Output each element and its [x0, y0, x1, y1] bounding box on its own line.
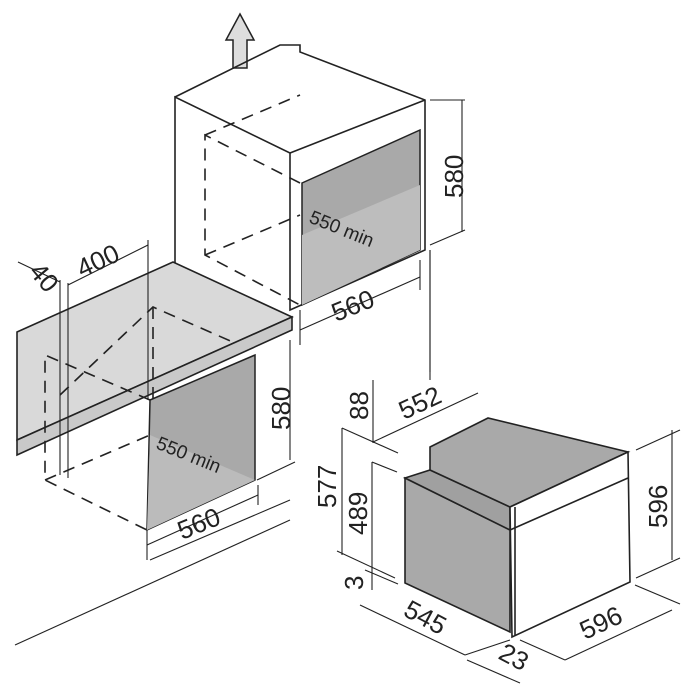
dim-oven-side-height: 489 [343, 492, 373, 535]
dim-oven-top-depth: 552 [394, 380, 446, 426]
dim-lower-height: 580 [266, 387, 296, 430]
lower-cabinet [44, 306, 256, 532]
upper-cabinet [174, 44, 426, 312]
dim-oven-body-height: 577 [312, 465, 342, 508]
dim-oven-top-step: 88 [344, 391, 374, 420]
dim-upper-height: 580 [439, 155, 469, 198]
dimension-lines-left [17, 99, 466, 560]
airflow-arrow-icon [224, 12, 256, 69]
oven-front [509, 450, 631, 639]
dim-counter-depth: 400 [72, 238, 124, 284]
dim-counter-thickness: 40 [23, 257, 65, 298]
oven [402, 417, 631, 639]
dim-oven-front-width: 596 [575, 600, 627, 646]
dim-oven-bottom-gap: 3 [339, 576, 369, 590]
dim-oven-front-height: 596 [643, 485, 673, 528]
dimension-lines-oven [336, 250, 681, 684]
